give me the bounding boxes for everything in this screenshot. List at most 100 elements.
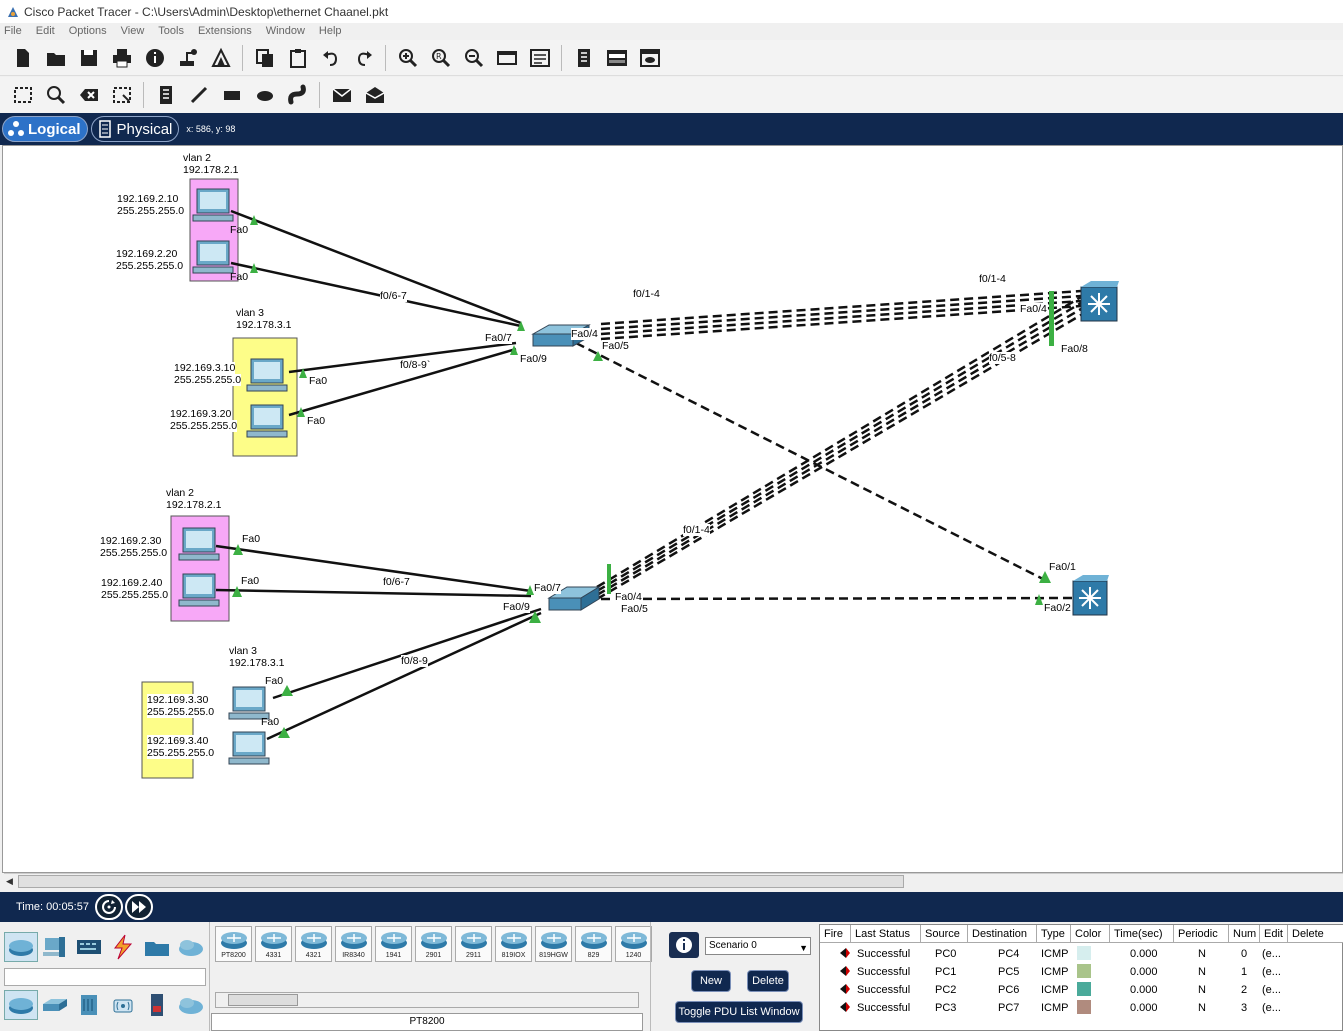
delete-icon[interactable] [75, 81, 103, 109]
delete-scenario-button[interactable]: Delete [747, 970, 789, 992]
router-icon [260, 932, 287, 949]
open-folder-icon[interactable] [42, 44, 70, 72]
new-file-icon[interactable] [9, 44, 37, 72]
device-view-icon[interactable] [603, 44, 631, 72]
wan-emulation-subcategory-icon[interactable] [174, 990, 208, 1020]
inspect-icon[interactable] [42, 81, 70, 109]
tab-physical[interactable]: Physical [90, 116, 180, 142]
device-item[interactable]: 829 [575, 926, 612, 962]
rectangle-icon[interactable] [218, 81, 246, 109]
custom-device-dialog-icon[interactable] [526, 44, 554, 72]
col-last-status[interactable]: Last Status [851, 925, 921, 942]
fire-icon[interactable] [840, 965, 850, 976]
scroll-left-icon[interactable]: ◀ [6, 876, 13, 886]
complex-pdu-icon[interactable] [361, 81, 389, 109]
fire-icon[interactable] [840, 983, 850, 994]
copy-icon[interactable] [251, 44, 279, 72]
col-time[interactable]: Time(sec) [1110, 925, 1174, 942]
device-scroll-thumb[interactable] [228, 994, 298, 1006]
menu-view[interactable]: View [120, 25, 145, 37]
multiuser-category-icon[interactable] [174, 932, 208, 962]
components-category-icon[interactable] [72, 932, 106, 962]
scenario-select[interactable]: Scenario 0 ▼ [705, 937, 811, 955]
power-cycle-button[interactable] [94, 894, 123, 920]
drawing-palette-icon[interactable] [493, 44, 521, 72]
new-scenario-button[interactable]: New [691, 970, 731, 992]
device-list-scroll[interactable] [215, 992, 639, 1008]
pdu-cell-time: 0.000 [1130, 966, 1158, 978]
device-item[interactable]: 4331 [255, 926, 292, 962]
menu-extensions[interactable]: Extensions [197, 25, 252, 37]
select-icon[interactable] [9, 81, 37, 109]
device-item[interactable]: PT8200 [215, 926, 252, 962]
line-icon[interactable] [185, 81, 213, 109]
menu-edit[interactable]: Edit [35, 25, 55, 37]
end-devices-category-icon[interactable] [38, 932, 72, 962]
device-item[interactable]: 2911 [455, 926, 492, 962]
switch-subcategory-icon[interactable] [38, 990, 72, 1020]
note-icon[interactable] [152, 81, 180, 109]
menu-window[interactable]: Window [265, 25, 305, 37]
print-icon[interactable] [108, 44, 136, 72]
device-item[interactable]: IR8340 [335, 926, 372, 962]
paste-icon[interactable] [284, 44, 312, 72]
col-num[interactable]: Num [1229, 925, 1260, 942]
device-item[interactable]: 1941 [375, 926, 412, 962]
device-item[interactable]: 4321 [295, 926, 332, 962]
tab-logical[interactable]: Logical [2, 116, 88, 142]
routers-category-icon[interactable] [4, 932, 38, 962]
resize-icon[interactable] [108, 81, 136, 109]
fast-forward-button[interactable] [124, 894, 153, 920]
freeform-icon[interactable] [284, 81, 312, 109]
network-wizard-icon[interactable] [174, 44, 202, 72]
col-color[interactable]: Color [1071, 925, 1110, 942]
col-fire[interactable]: Fire [820, 925, 851, 942]
fire-icon[interactable] [840, 1001, 850, 1012]
connections-category-icon[interactable] [106, 932, 140, 962]
device-item[interactable]: 819HGW [535, 926, 572, 962]
activity-wizard-icon[interactable] [207, 44, 235, 72]
toggle-pdu-list-button[interactable]: Toggle PDU List Window [675, 1001, 803, 1023]
col-edit[interactable]: Edit [1260, 925, 1288, 942]
zoom-reset-icon[interactable]: R [427, 44, 455, 72]
col-periodic[interactable]: Periodic [1174, 925, 1229, 942]
router-subcategory-icon[interactable] [4, 990, 38, 1020]
menu-help[interactable]: Help [318, 25, 342, 37]
logical-workspace[interactable]: vlan 2 192.178.2.1 192.169.2.10 255.255.… [2, 145, 1343, 873]
zoom-in-icon[interactable] [394, 44, 422, 72]
menu-options[interactable]: Options [68, 25, 107, 37]
cluster-icon[interactable] [636, 44, 664, 72]
col-source[interactable]: Source [921, 925, 968, 942]
misc-category-icon[interactable] [140, 932, 174, 962]
redo-icon[interactable] [350, 44, 378, 72]
scenario-info-button[interactable] [669, 932, 699, 958]
ellipse-icon[interactable] [251, 81, 279, 109]
undo-icon[interactable] [317, 44, 345, 72]
col-delete[interactable]: Delete [1292, 928, 1324, 940]
menu-file[interactable]: File [4, 25, 22, 37]
simple-pdu-icon[interactable] [328, 81, 356, 109]
info-icon[interactable] [141, 44, 169, 72]
col-type[interactable]: Type [1037, 925, 1071, 942]
notes-icon[interactable] [570, 44, 598, 72]
pdu-cell-status: Successful [857, 966, 911, 978]
pc2-port: Fa0 [230, 271, 249, 283]
security-subcategory-icon[interactable] [140, 990, 174, 1020]
workspace-hscroll[interactable]: ◀ [4, 873, 1343, 889]
device-item[interactable]: 1240 [615, 926, 652, 962]
save-icon[interactable] [75, 44, 103, 72]
wireless-subcategory-icon[interactable] [106, 990, 140, 1020]
zoom-out-icon[interactable] [460, 44, 488, 72]
menu-tools[interactable]: Tools [158, 25, 184, 37]
col-destination[interactable]: Destination [968, 925, 1037, 942]
device-item[interactable]: 819IOX [495, 926, 532, 962]
hub-subcategory-icon[interactable] [72, 990, 106, 1020]
category-search-field[interactable] [4, 968, 206, 986]
fire-icon[interactable] [840, 947, 850, 958]
device-item[interactable]: 2901 [415, 926, 452, 962]
hscroll-thumb[interactable] [18, 875, 904, 888]
